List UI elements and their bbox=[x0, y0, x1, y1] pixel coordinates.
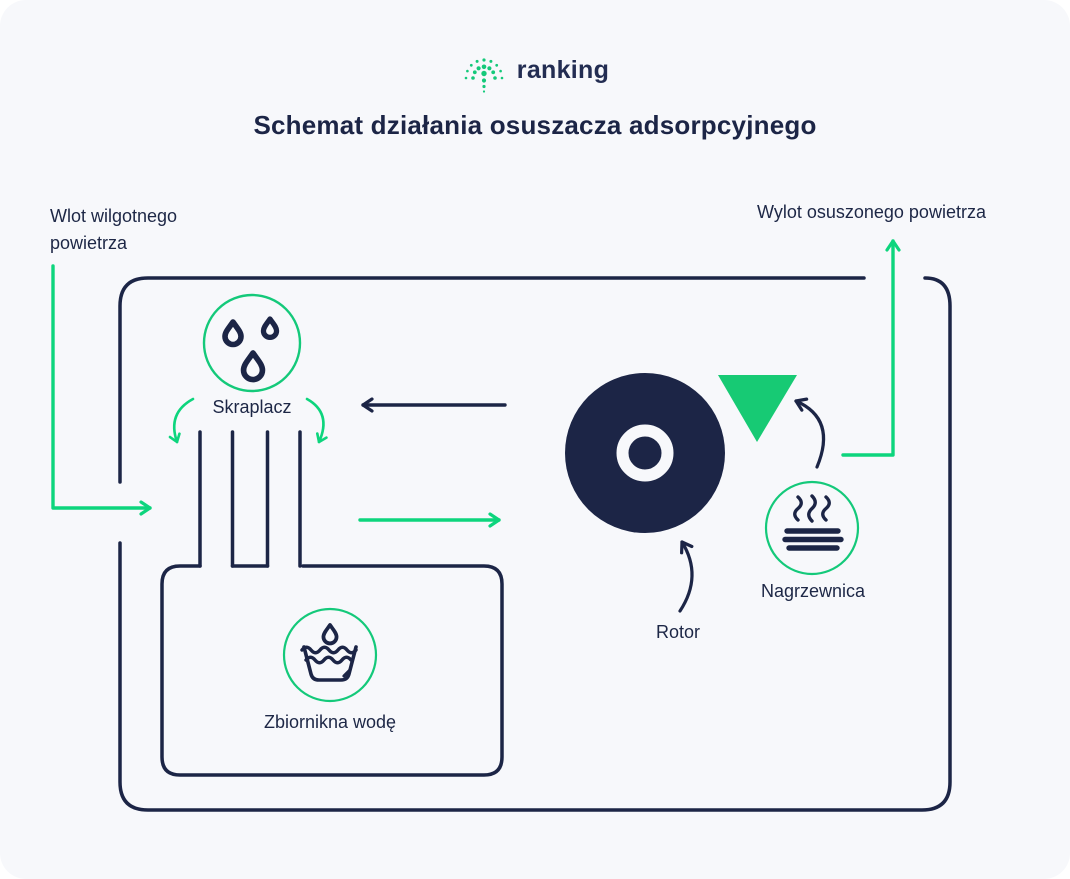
heat-element-icon bbox=[782, 494, 844, 551]
drop-in-basin-icon bbox=[300, 623, 358, 682]
water-tank-outline bbox=[160, 564, 504, 777]
logo: ranking bbox=[0, 48, 1070, 93]
heater-icon-circle bbox=[764, 480, 860, 576]
rotor-label: Rotor bbox=[655, 622, 700, 642]
outlet-flow-arrow bbox=[841, 239, 901, 457]
condenser-drip-arrow-left bbox=[168, 397, 195, 444]
condenser-icon-circle bbox=[202, 293, 302, 393]
ranking-logo-icon bbox=[464, 58, 504, 93]
outlet-label: Wylot osuszonego powietrza bbox=[757, 202, 986, 222]
inlet-flow-arrow bbox=[51, 264, 152, 516]
rotor-ring bbox=[616, 424, 674, 482]
green-triangle bbox=[718, 375, 797, 442]
condenser-drip-arrow-right bbox=[305, 397, 328, 444]
heater-pointer-arrow bbox=[794, 397, 826, 469]
water-tank-icon-circle bbox=[282, 607, 378, 703]
water-drops-icon bbox=[222, 316, 280, 383]
brand-name: ranking bbox=[516, 55, 610, 84]
inlet-label: Wlot wilgotnego powietrza bbox=[50, 206, 178, 253]
condenser-label: Skraplacz bbox=[212, 397, 292, 417]
water-tank-label: Zbiornikna wodę bbox=[263, 712, 397, 732]
dryer-housing-outline bbox=[118, 276, 952, 812]
page-title: Schemat działania osuszacza adsorpcyjneg… bbox=[253, 110, 817, 140]
condenser-pipes bbox=[198, 430, 302, 568]
rotor-pointer-arrow bbox=[678, 540, 694, 613]
heater-label: Nagrzewnica bbox=[760, 581, 866, 601]
rotor-disc bbox=[565, 373, 725, 533]
